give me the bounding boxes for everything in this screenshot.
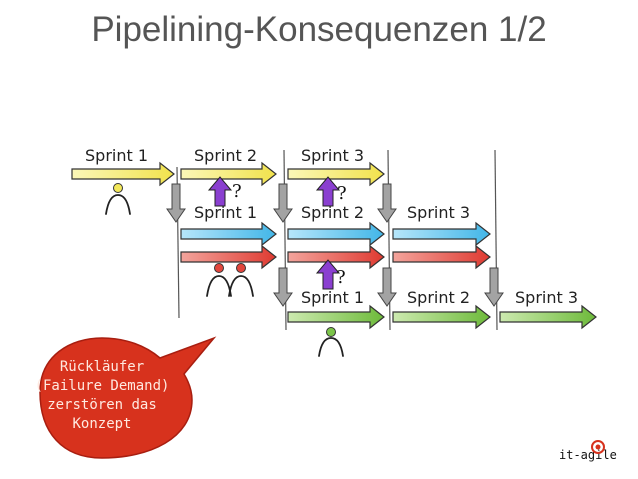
feedback-up-arrow-icon: [207, 176, 233, 207]
team3-sprint-arrow: [287, 304, 385, 330]
team3-sprint-label: Sprint 1: [301, 288, 364, 307]
handoff-arrows: [166, 183, 504, 307]
team2-rework-arrow: [287, 244, 385, 270]
team1-sprint-arrow: [71, 161, 175, 187]
handoff-arrow-icon: [484, 267, 504, 307]
team1-row: Sprint 1 Sprint 2 Sprint 3: [71, 146, 385, 187]
handoff-arrow-icon: [166, 183, 186, 223]
team3-row: Sprint 1 Sprint 2 Sprint 3: [287, 288, 597, 330]
team1-member-icon: [105, 183, 131, 215]
team3-member-icon: [318, 327, 344, 357]
feedback-arrows: ? ? ?: [207, 176, 347, 290]
team1-sprint-arrow: [287, 161, 385, 187]
team2-member-icon: [228, 263, 254, 297]
question-mark: ?: [336, 267, 346, 288]
team2-member-icon: [206, 263, 232, 297]
handoff-arrow-icon: [377, 267, 397, 307]
question-mark: ?: [337, 183, 347, 204]
team1-sprint-label: Sprint 1: [85, 146, 148, 165]
team3-sprint-arrow: [499, 304, 597, 330]
logo-text: it-agile: [559, 448, 617, 462]
callout-line: zerstören das: [47, 397, 157, 413]
slide-title: Pipelining-Konsequenzen 1/2: [91, 10, 547, 49]
callout-line: (Failure Demand): [34, 378, 170, 394]
callout-line: Rückläufer: [59, 359, 145, 375]
question-mark: ?: [232, 181, 242, 202]
callout-text: Rückläufer (Failure Demand) zerstören da…: [18, 358, 186, 434]
team2-row: Sprint 1 Sprint 2 Sprint 3: [180, 203, 491, 270]
team3-sprint-label: Sprint 2: [407, 288, 470, 307]
it-agile-logo: it-agile: [559, 440, 617, 462]
team2-sprint-label: Sprint 1: [194, 203, 257, 222]
team-figures: [105, 183, 344, 357]
team2-sprint-label: Sprint 2: [301, 203, 364, 222]
team2-sprint-arrow: [180, 221, 277, 247]
team1-sprint-arrow: [180, 161, 277, 187]
team2-rework-arrow: [180, 244, 277, 270]
team2-sprint-arrow: [287, 221, 385, 247]
callout-line: Konzept: [72, 416, 132, 432]
team1-sprint-label: Sprint 2: [194, 146, 257, 165]
callout-bubble: [39, 336, 217, 459]
team2-rework-arrow: [392, 244, 491, 270]
team3-sprint-label: Sprint 3: [515, 288, 578, 307]
feedback-up-arrow-icon: [315, 259, 341, 290]
team1-sprint-label: Sprint 3: [301, 146, 364, 165]
handoff-arrow-icon: [273, 183, 293, 223]
handoff-arrow-icon: [273, 267, 293, 307]
team2-sprint-label: Sprint 3: [407, 203, 470, 222]
feedback-up-arrow-icon: [315, 176, 341, 207]
team2-sprint-arrow: [392, 221, 491, 247]
handoff-arrow-icon: [377, 183, 397, 223]
team3-sprint-arrow: [392, 304, 491, 330]
